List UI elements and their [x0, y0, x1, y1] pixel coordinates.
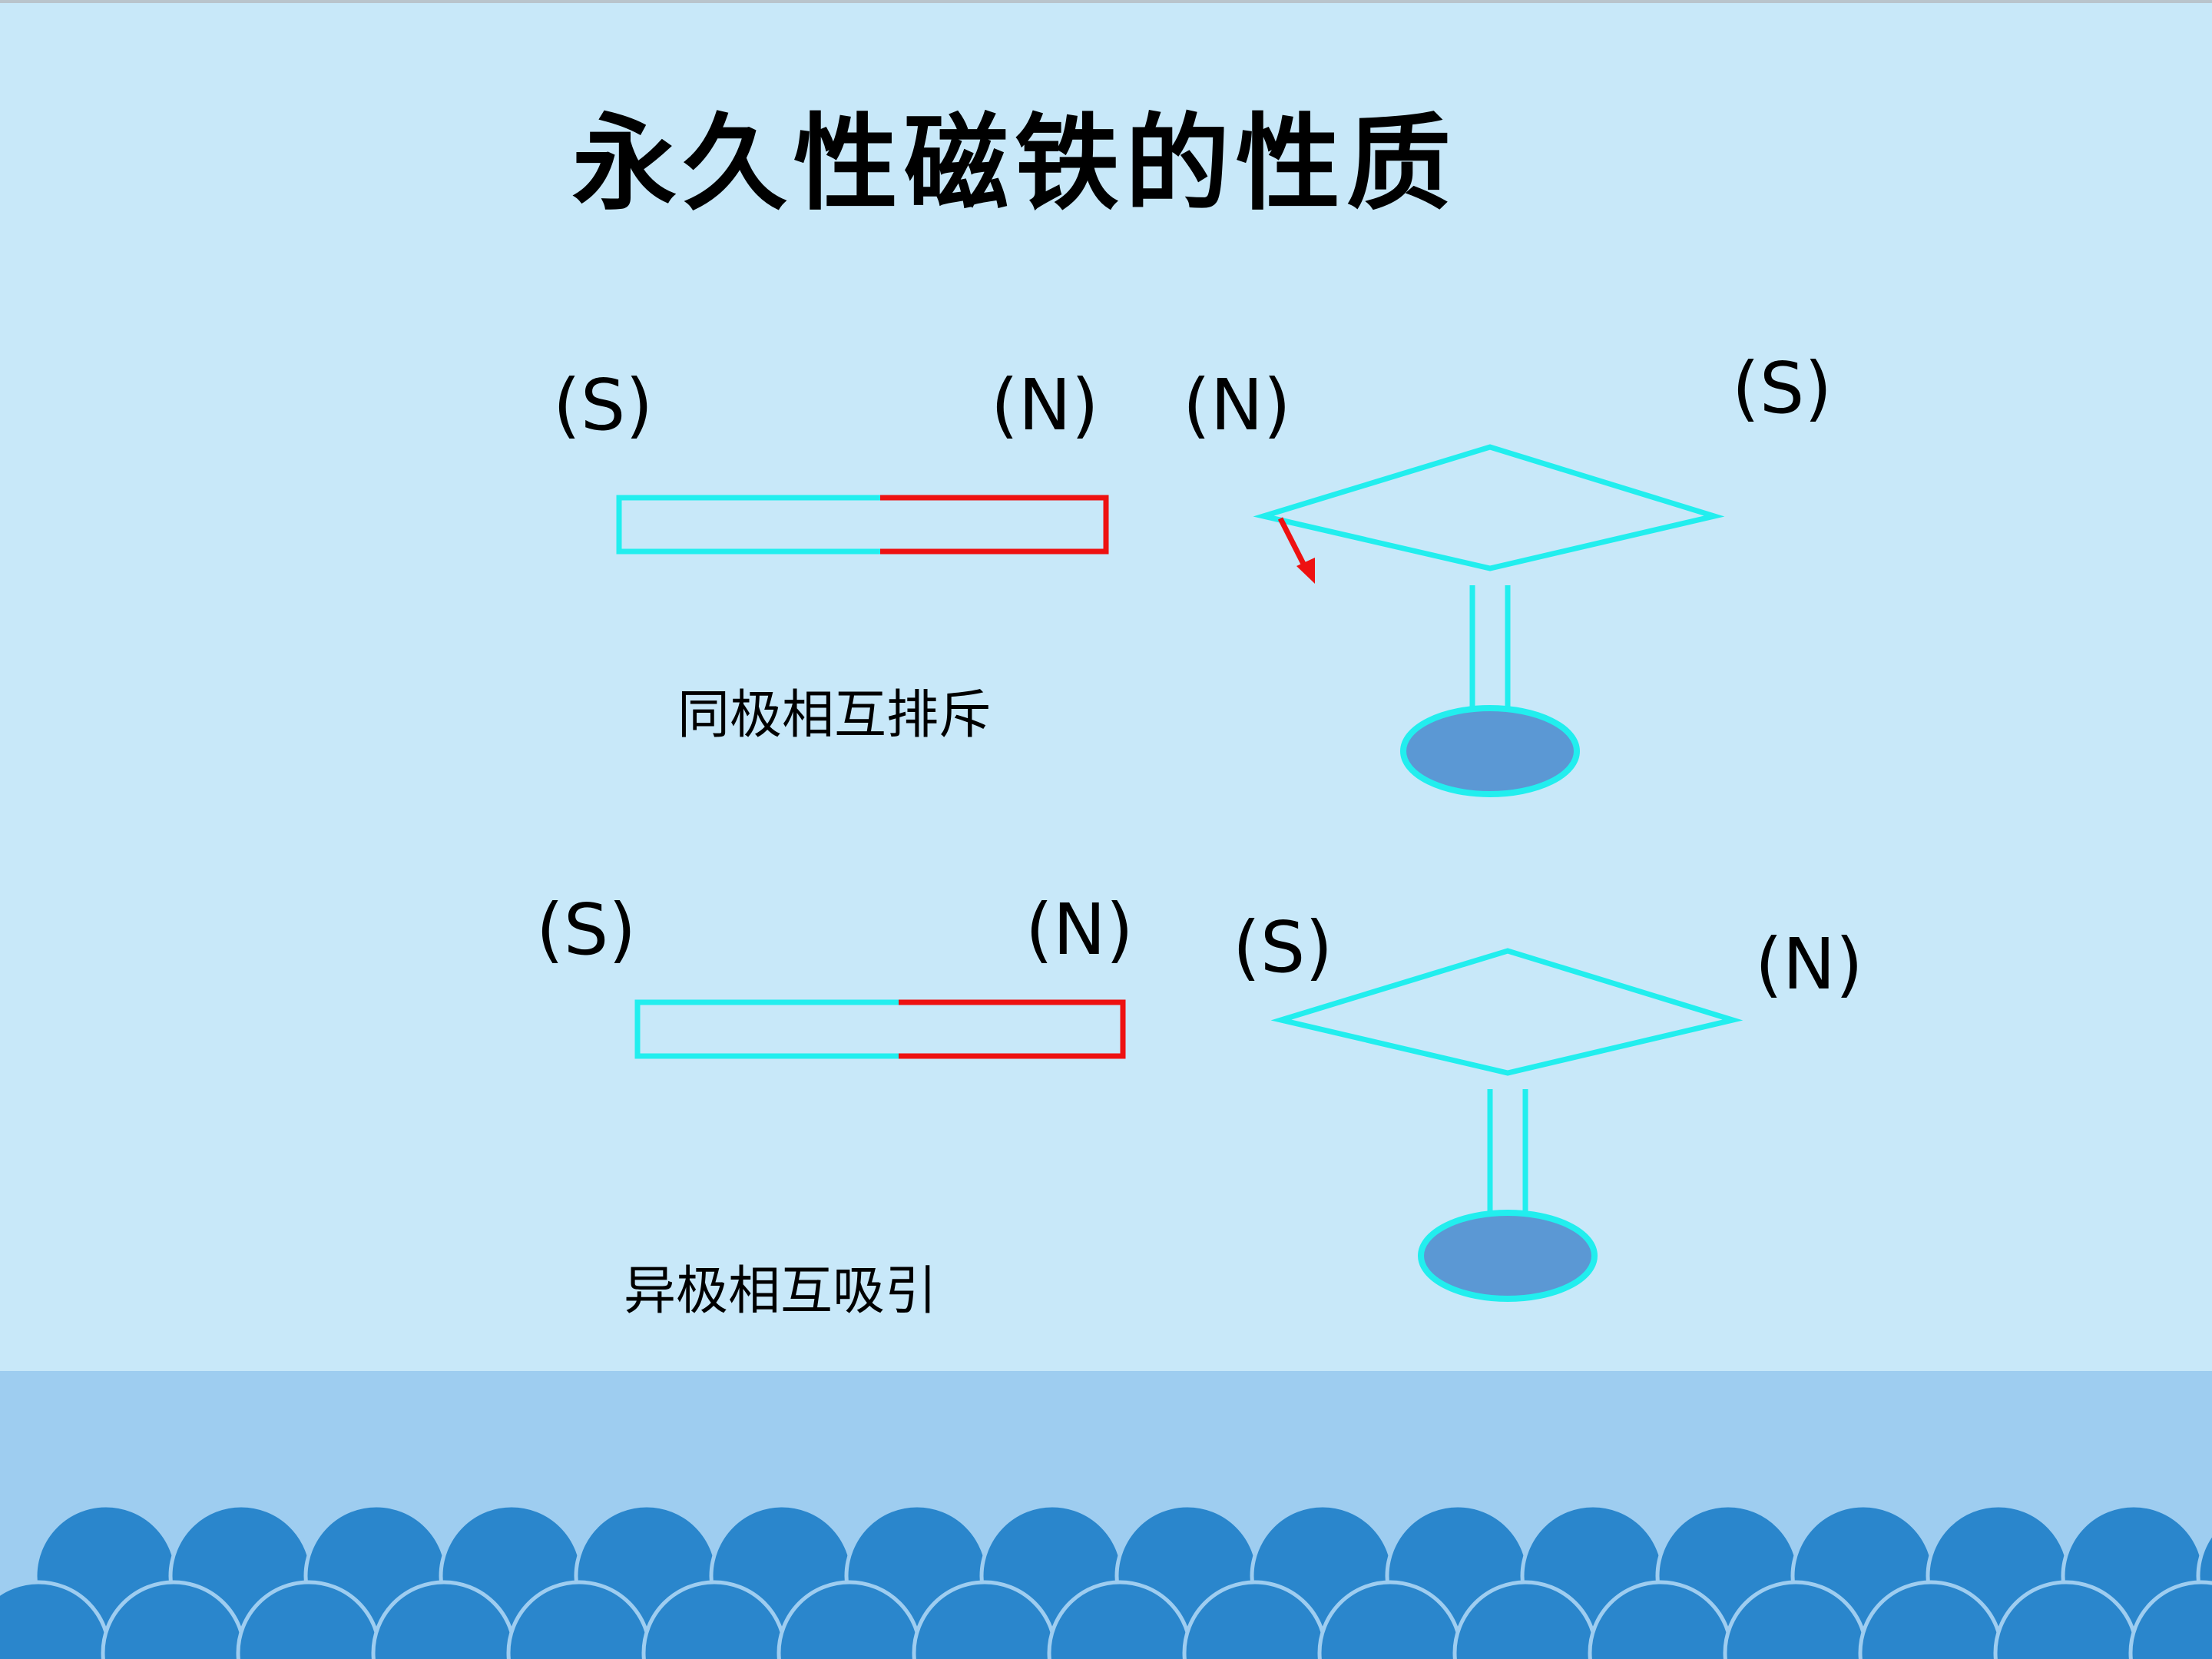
repel-needle-right-pole-label: (S): [1732, 347, 1833, 429]
repel-compass-base: [1400, 705, 1580, 797]
attract-needle-right-pole-label: (N): [1755, 923, 1863, 1005]
attract-needle-left-pole-label: (S): [1233, 906, 1333, 988]
top-divider: [0, 0, 2212, 3]
attract-bar-left-pole-label: (S): [536, 889, 637, 971]
repel-bar-n-half: [880, 495, 1109, 555]
attract-compass-base: [1418, 1210, 1598, 1302]
repel-bar-s-half: [616, 495, 880, 555]
repel-bar-left-pole-label: (S): [553, 364, 654, 446]
attract-caption: 异极相互吸引: [624, 1261, 938, 1322]
attract-bar-magnet: [634, 999, 1126, 1059]
repel-compass-needle: [1253, 444, 1725, 571]
attract-compass-needle: [1270, 948, 1743, 1076]
repel-bar-magnet: [616, 495, 1109, 555]
repel-rotation-arrow-shaft: [1277, 517, 1309, 570]
wave-decoration: [0, 1503, 2212, 1659]
slide-title: 永久性磁铁的性质: [572, 102, 1457, 225]
attract-compass: [1270, 948, 1743, 1302]
wave-scallop-front: [2128, 1580, 2212, 1659]
repel-compass: [1253, 444, 1725, 797]
attract-bar-s-half: [634, 999, 899, 1059]
repel-needle-left-pole-label: (N): [1183, 364, 1291, 446]
attract-bar-n-half: [899, 999, 1126, 1059]
repel-bar-right-pole-label: (N): [991, 364, 1099, 446]
repel-caption: 同极相互排斥: [677, 685, 992, 746]
attract-bar-right-pole-label: (N): [1025, 889, 1134, 971]
repel-rotation-arrow-head: [1296, 558, 1315, 584]
